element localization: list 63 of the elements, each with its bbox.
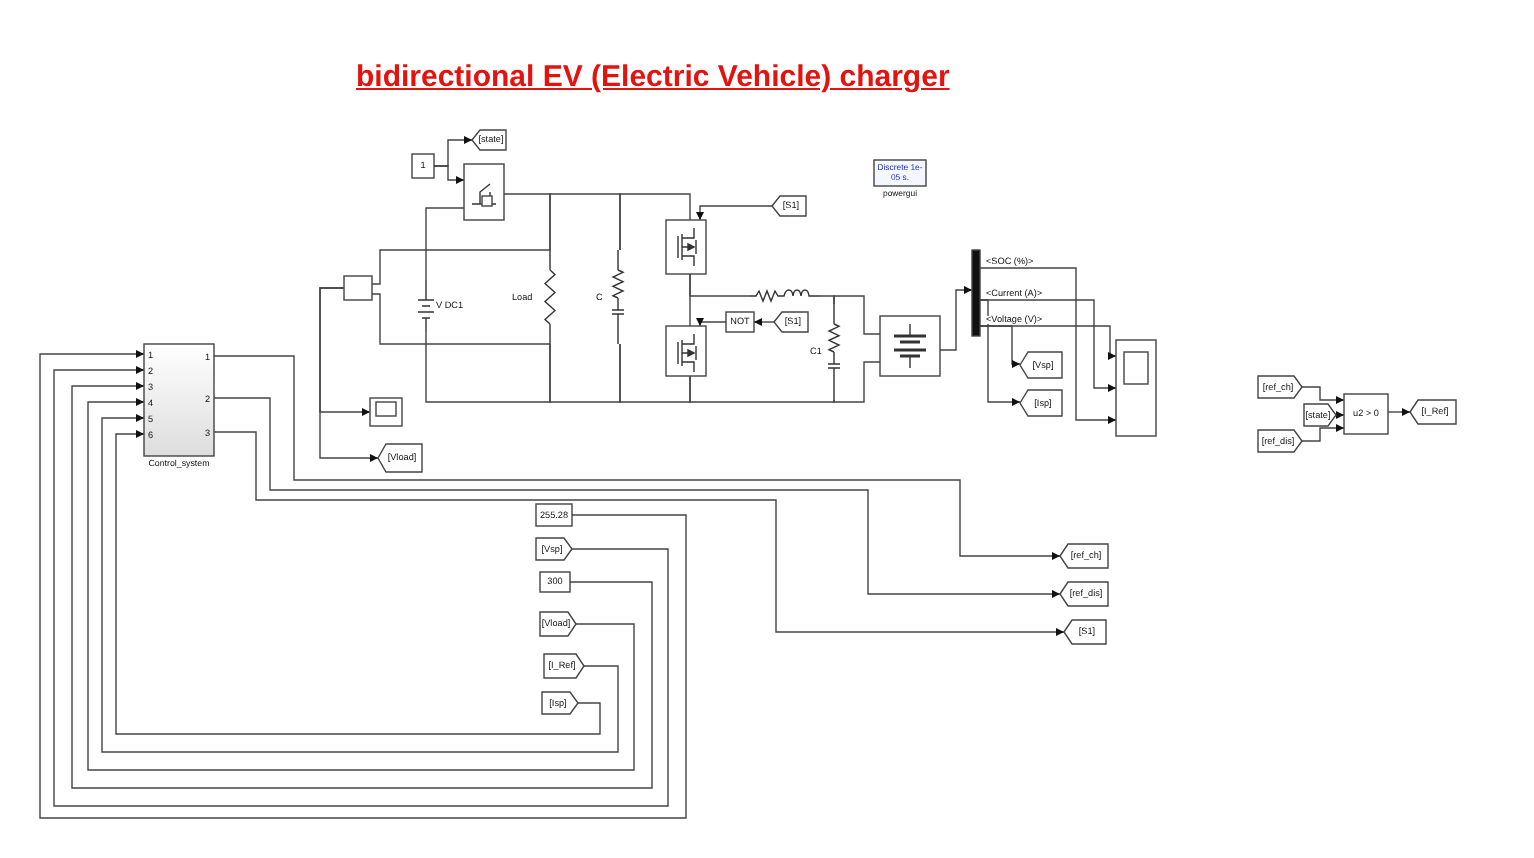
goto-tag — [772, 196, 806, 216]
goto-tag — [1060, 544, 1108, 568]
diagram-title: bidirectional EV (Electric Vehicle) charger — [356, 60, 950, 94]
from-tag — [536, 538, 572, 560]
wire — [549, 343, 621, 403]
constant-block — [726, 312, 754, 332]
scope-block — [1116, 340, 1156, 436]
signal-arrow — [213, 431, 1065, 636]
wire — [689, 375, 835, 403]
goto-tag — [1020, 390, 1062, 416]
measurement-block — [344, 276, 372, 300]
mosfet-block — [666, 220, 706, 274]
switch-block — [464, 164, 504, 220]
signal-arrow — [213, 397, 1061, 598]
bus-selector-bar — [972, 250, 980, 336]
from-tag — [544, 654, 584, 678]
wire — [425, 207, 465, 281]
wire — [619, 343, 691, 403]
goto-tag — [472, 130, 506, 150]
signal-arrow — [319, 287, 379, 462]
constant-block — [540, 572, 570, 592]
wire — [371, 249, 551, 285]
wire — [425, 331, 551, 403]
signal-arrow — [979, 267, 1117, 424]
signal-arrow — [696, 318, 727, 327]
from-tag — [540, 612, 576, 636]
signal-arrow — [1387, 408, 1411, 416]
wire — [833, 295, 881, 335]
from-tag — [542, 692, 578, 714]
constant-block — [536, 504, 572, 526]
goto-tag — [378, 444, 422, 472]
signal-arrow — [213, 355, 1061, 560]
signal-arrow — [1301, 424, 1345, 442]
signal-arrow — [979, 325, 1021, 368]
goto-tag — [1060, 582, 1108, 606]
wire — [371, 293, 551, 345]
goto-tag — [1410, 400, 1456, 424]
battery-block — [880, 316, 940, 376]
wire — [689, 273, 751, 297]
mosfet-block — [666, 326, 706, 376]
goto-tag — [774, 312, 808, 332]
from-tag — [1258, 430, 1302, 452]
from-tag — [1304, 404, 1336, 426]
signal-arrow — [753, 318, 775, 326]
goto-tag — [1020, 352, 1062, 378]
signal-arrow — [115, 430, 601, 735]
signal-arrow — [939, 286, 973, 351]
signal-arrow — [1301, 386, 1345, 404]
wire — [619, 193, 691, 251]
signal-arrow — [433, 136, 473, 167]
from-tag — [1258, 376, 1302, 398]
subsystem-block — [144, 344, 214, 472]
constant-block — [412, 154, 434, 178]
scope-block — [370, 398, 402, 426]
signal-arrow — [979, 299, 1021, 406]
powergui-block — [874, 160, 926, 200]
constant-block — [1344, 394, 1388, 434]
wire — [549, 193, 621, 251]
signal-arrow — [1333, 411, 1345, 419]
wire — [833, 361, 881, 403]
signal-arrow — [696, 205, 773, 221]
goto-tag — [1064, 620, 1106, 644]
rl-inductor — [750, 286, 820, 306]
